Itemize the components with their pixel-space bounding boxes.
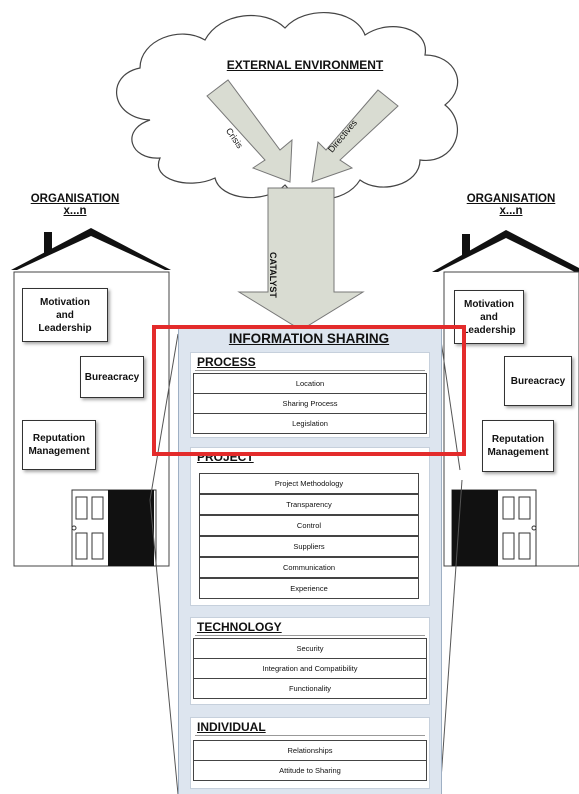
project-item-experience: Experience bbox=[199, 578, 419, 599]
section-divider bbox=[195, 635, 425, 636]
technology-section: TECHNOLOGY Security Integration and Comp… bbox=[190, 617, 430, 705]
project-item-transparency: Transparency bbox=[199, 494, 419, 515]
highlight-box bbox=[152, 325, 466, 456]
technology-heading: TECHNOLOGY bbox=[197, 620, 282, 634]
project-item-methodology: Project Methodology bbox=[199, 473, 419, 494]
left-org-title: ORGANISATION bbox=[30, 193, 120, 205]
right-bureacracy-box: Bureacracy bbox=[504, 356, 572, 406]
technology-item-security: Security bbox=[193, 638, 427, 659]
external-environment-title: EXTERNAL ENVIRONMENT bbox=[226, 58, 384, 72]
cloud-shape bbox=[116, 11, 458, 200]
individual-item-attitude: Attitude to Sharing bbox=[193, 760, 427, 781]
catalyst-arrow bbox=[237, 187, 365, 331]
information-sharing-title: INFORMATION SHARING bbox=[228, 331, 390, 346]
project-item-suppliers: Suppliers bbox=[199, 536, 419, 557]
process-section: PROCESS Location Sharing Process Legisla… bbox=[190, 352, 430, 438]
right-reputation-box: Reputation Management bbox=[482, 420, 554, 472]
left-bureacracy-box: Bureacracy bbox=[80, 356, 144, 398]
process-heading: PROCESS bbox=[197, 355, 256, 369]
left-reputation-box: Reputation Management bbox=[22, 420, 96, 470]
individual-section: INDIVIDUAL Relationships Attitude to Sha… bbox=[190, 717, 430, 789]
technology-item-integration: Integration and Compatibility bbox=[193, 658, 427, 679]
project-item-communication: Communication bbox=[199, 557, 419, 578]
process-item-legislation: Legislation bbox=[193, 413, 427, 434]
project-item-control: Control bbox=[199, 515, 419, 536]
project-section: PROJECT Project Methodology Transparency… bbox=[190, 447, 430, 606]
catalyst-label: CATALYST bbox=[268, 252, 278, 298]
individual-heading: INDIVIDUAL bbox=[197, 720, 266, 734]
left-motivation-box: Motivation and Leadership bbox=[22, 288, 108, 342]
section-divider bbox=[195, 735, 425, 736]
technology-item-functionality: Functionality bbox=[193, 678, 427, 699]
left-org-subtitle: x...n bbox=[63, 205, 87, 217]
directives-arrow bbox=[311, 89, 399, 183]
crisis-arrow bbox=[206, 79, 293, 183]
right-org-subtitle: x...n bbox=[499, 205, 523, 217]
individual-item-relationships: Relationships bbox=[193, 740, 427, 761]
right-org-title: ORGANISATION bbox=[466, 193, 556, 205]
section-divider bbox=[195, 370, 425, 371]
funnel-lines bbox=[149, 333, 463, 794]
